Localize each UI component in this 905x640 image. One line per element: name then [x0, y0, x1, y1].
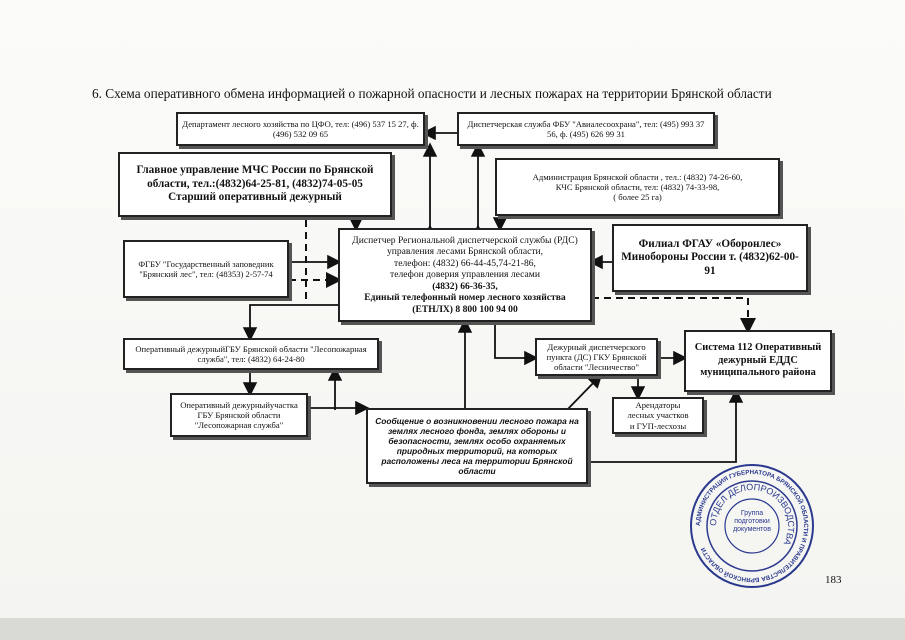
link-rds-lesopozhar: [242, 304, 338, 342]
box-avialesookhrana: Диспетчерская служба ФБУ "Авиалесоохрана…: [457, 112, 715, 146]
box-mchs: Главное управление МЧС России по Брянско…: [118, 152, 392, 217]
box-lesopozharnaya-sluzhba: Оперативный дежурныйГБУ Брянской области…: [123, 338, 379, 370]
page-number: 183: [825, 574, 842, 586]
box-oboronles: Филиал ФГАУ «Оборонлес» Минобороны Росси…: [612, 224, 808, 292]
link-rds-lesnichestvo: [494, 322, 539, 366]
box-fire-message: Сообщение о возникновении лесного пожара…: [366, 408, 588, 484]
box-cfo-department: Департамент лесного хозяйства по ЦФО, те…: [176, 112, 425, 146]
box-rds-dispatcher: Диспетчер Региональной диспетчерской слу…: [338, 228, 592, 322]
box-zapovednik: ФГБУ "Государственный заповедник "Брянск…: [123, 240, 289, 298]
official-stamp: АДМИНИСТРАЦИЯ ГУБЕРНАТОРА БРЯНСКОЙ ОБЛАС…: [690, 464, 814, 588]
dashed-rds-112: [592, 297, 756, 334]
link-message-112: [588, 388, 744, 463]
scan-bottom-edge: [0, 618, 905, 640]
box-arendatory: Арендаторы лесных участков и ГУП-лесхозы: [612, 397, 704, 434]
box-administration: Администрация Брянской области , тел.: (…: [495, 158, 780, 216]
stamp-center-text: Группа подготовки документов: [733, 510, 771, 534]
box-uchastok-lesopozhar: Оперативный дежурныйучастка ГБУ Брянской…: [170, 393, 308, 437]
page-heading: 6. Схема оперативного обмена информацией…: [92, 86, 772, 101]
box-lesnichestvo: Дежурный диспетчерского пункта (ДС) ГКУ …: [535, 338, 658, 376]
box-system-112: Система 112 Оперативный дежурный ЕДДС му…: [684, 330, 832, 392]
link-message-lesnichestvo: [564, 373, 603, 413]
